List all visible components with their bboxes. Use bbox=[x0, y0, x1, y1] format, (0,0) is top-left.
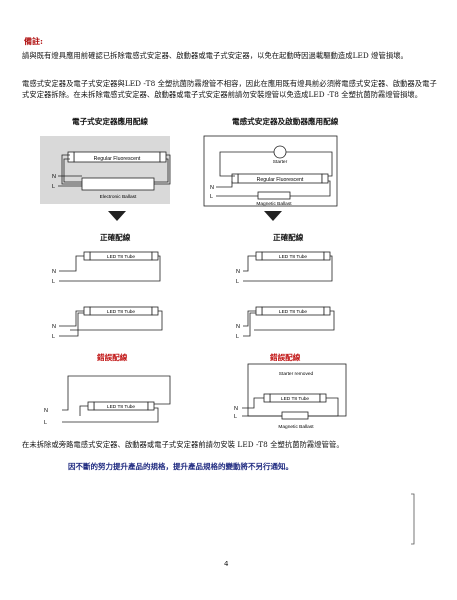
paragraph-2: 電感式安定器及電子式安定器與LED -T8 全塑抗菌防霧燈管不相容，因此在應用既… bbox=[22, 79, 437, 99]
down-arrow-left bbox=[108, 211, 126, 221]
svg-text:N: N bbox=[236, 324, 240, 330]
regular-fluorescent-label-2: Regular Fluorescent bbox=[257, 177, 304, 183]
svg-text:L: L bbox=[234, 414, 237, 420]
paragraph-1: 請與既有燈具應用前確認已拆除電感式安定器、啟動器或電子式安定器，以免在起動時因過… bbox=[22, 51, 408, 60]
page-number: 4 bbox=[224, 560, 229, 568]
svg-text:L: L bbox=[210, 194, 213, 200]
correct-wiring-right: LED T8 Tube N L LED T8 Tube N L bbox=[236, 251, 335, 340]
svg-text:N: N bbox=[52, 324, 56, 330]
wrong-wiring-right: Starter removed LED T8 Tube N L Magnetic… bbox=[234, 363, 347, 430]
svg-text:N: N bbox=[210, 185, 214, 191]
svg-text:L: L bbox=[52, 279, 55, 285]
svg-text:LED T8 Tube: LED T8 Tube bbox=[279, 254, 308, 260]
starter-removed-label: Starter removed bbox=[279, 371, 314, 377]
magnetic-ballast-label-2: Magnetic Ballast bbox=[278, 424, 314, 430]
wrong-label-right: 錯誤配線 bbox=[270, 353, 301, 362]
starter-label: Starter bbox=[273, 159, 288, 165]
electronic-ballast-diagram: Regular Fluorescent N L Electronic Balla… bbox=[40, 136, 171, 204]
svg-text:L: L bbox=[52, 184, 55, 190]
svg-text:L: L bbox=[52, 334, 55, 340]
svg-text:L: L bbox=[236, 334, 239, 340]
notice-text: 因不斷的努力提升產品的規格，提升產品規格的變動將不另行通知。 bbox=[68, 462, 293, 471]
svg-text:N: N bbox=[236, 269, 240, 275]
down-arrow-right bbox=[264, 211, 282, 221]
electronic-ballast-label: Electronic Ballast bbox=[100, 194, 137, 200]
correct-wiring-left: LED T8 Tube N L LED T8 Tube N L bbox=[52, 251, 163, 340]
correct-label-right: 正確配線 bbox=[273, 233, 304, 242]
header-electronic-wiring: 電子式安定器應用配線 bbox=[72, 117, 148, 126]
magnetic-ballast-diagram: Starter Regular Fluorescent N L Magnetic… bbox=[203, 135, 338, 207]
svg-text:LED T8 Tube: LED T8 Tube bbox=[279, 309, 308, 315]
svg-text:L: L bbox=[44, 420, 47, 426]
svg-text:LED T8 Tube: LED T8 Tube bbox=[107, 309, 136, 315]
svg-text:LED T8 Tube: LED T8 Tube bbox=[107, 404, 136, 410]
svg-text:LED T8 Tube: LED T8 Tube bbox=[281, 396, 310, 402]
wrong-label-left: 錯誤配線 bbox=[97, 353, 128, 362]
header-magnetic-wiring: 電感式安定器及啟動器應用配線 bbox=[232, 117, 339, 126]
svg-text:N: N bbox=[234, 406, 238, 412]
bottom-warning: 在未拆除或旁路電感式安定器、啟動器或電子式安定器前請勿安裝 LED -T8 全塑… bbox=[22, 440, 344, 449]
svg-text:N: N bbox=[52, 269, 56, 275]
magnetic-ballast-label: Magnetic Ballast bbox=[256, 201, 292, 207]
regular-fluorescent-label: Regular Fluorescent bbox=[94, 156, 141, 162]
svg-text:N: N bbox=[52, 174, 56, 180]
svg-text:N: N bbox=[44, 408, 48, 414]
svg-text:LED T8 Tube: LED T8 Tube bbox=[107, 254, 136, 260]
note-title: 備註: bbox=[24, 36, 43, 46]
wrong-wiring-left: LED T8 Tube N L bbox=[44, 375, 171, 426]
correct-label-left: 正確配線 bbox=[100, 233, 131, 242]
svg-text:L: L bbox=[236, 279, 239, 285]
margin-bracket bbox=[411, 493, 415, 545]
